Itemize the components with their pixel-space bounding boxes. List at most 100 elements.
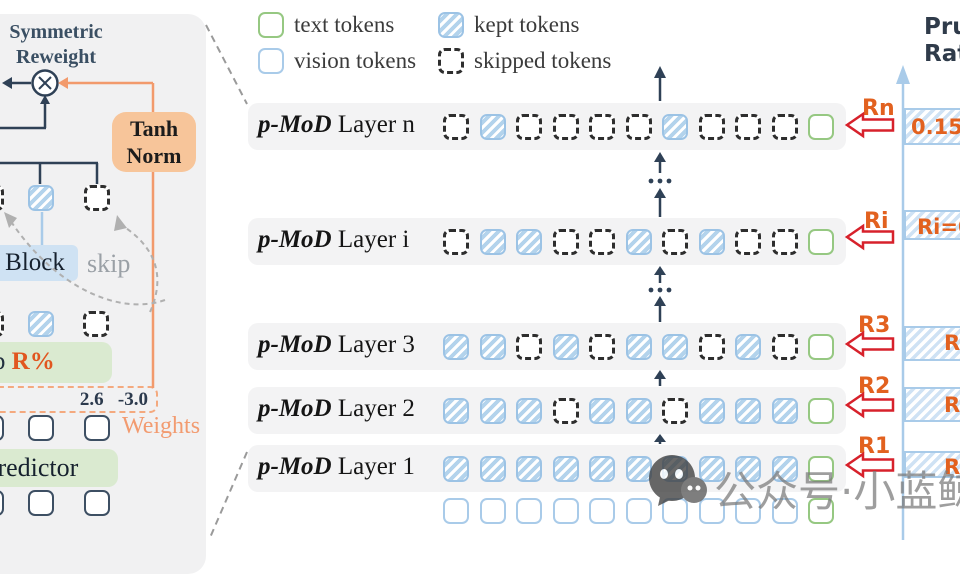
kept-token <box>698 455 725 482</box>
kept-token <box>28 185 54 211</box>
weight-token <box>28 415 54 441</box>
skipped-token <box>589 228 615 255</box>
tanh-text: Tanh <box>129 116 179 141</box>
pruning-ratio-bar <box>904 451 960 478</box>
skipped-token <box>735 228 761 255</box>
skipped-token <box>83 311 109 337</box>
legend-label: text tokens <box>294 12 395 37</box>
kept-token <box>516 397 542 424</box>
token-row <box>443 113 834 140</box>
layer-number-label: Layer 1 <box>331 453 415 480</box>
zoom-connector-lines <box>205 24 248 540</box>
pruning-ratio-value: Ri=0 <box>917 215 960 239</box>
skipped-token <box>625 113 652 140</box>
pruning-ratio-bar <box>904 108 960 145</box>
skipped-token <box>771 113 798 140</box>
skipped-token <box>662 397 688 424</box>
pruning-ratio-bar <box>904 326 960 361</box>
legend-kept-tokens: kept tokens <box>438 12 579 38</box>
legend-skipped-tokens: skipped tokens <box>438 48 611 74</box>
rate-label: R2 <box>858 374 891 399</box>
pmod-label: p-MoD <box>258 453 332 480</box>
skipped-token <box>589 333 615 360</box>
kept-token <box>552 455 579 482</box>
predictor-bar: Predictor <box>0 449 118 487</box>
skipped-token <box>698 113 725 140</box>
layer-number-label: Layer n <box>331 111 415 138</box>
kept-token <box>771 397 798 424</box>
kept-token <box>589 397 615 424</box>
token-row <box>443 333 834 360</box>
skipped-token <box>589 113 615 140</box>
pmod-label: p-MoD <box>258 331 332 358</box>
legend-label: kept tokens <box>474 12 580 37</box>
token-row <box>443 397 834 424</box>
ratio-text: Ratio <box>924 41 960 67</box>
watermark-text: 公众号·小蓝鲸 <box>714 467 960 516</box>
text-token <box>808 498 834 524</box>
kept-token <box>589 455 615 482</box>
skipped-token <box>662 228 688 255</box>
pruning-ratio-bar <box>904 210 960 240</box>
predictor-label: Predictor <box>0 453 79 482</box>
text-token <box>808 397 834 424</box>
vision-token <box>771 498 798 524</box>
layer-number-label: Layer i <box>331 226 410 253</box>
skipped-token <box>698 333 725 360</box>
norm-text: Norm <box>126 143 182 168</box>
skipped-token <box>552 113 579 140</box>
text-token <box>808 455 834 482</box>
kept-token <box>698 228 725 255</box>
kept-token <box>479 455 506 482</box>
vision-token <box>479 498 506 524</box>
vision-token <box>552 498 579 524</box>
vision-token <box>589 498 615 524</box>
pruning-ratio-header: Pruning Ratio <box>924 14 960 68</box>
rate-label: Ri <box>864 209 889 234</box>
pmod-label: p-MoD <box>258 395 332 422</box>
pruning-ratio-value: R3 <box>944 331 960 355</box>
skipped-token <box>516 113 542 140</box>
layer-number-label: Layer 3 <box>331 331 415 358</box>
kept-token <box>516 228 542 255</box>
layer-row-label: p-MoD Layer i <box>258 226 409 254</box>
skipped-token <box>771 333 798 360</box>
axis-arrowhead <box>896 65 910 84</box>
rate-label: R3 <box>858 313 891 338</box>
kept-token <box>516 455 542 482</box>
kept-token <box>735 397 761 424</box>
vision-token <box>735 498 761 524</box>
skipped-token <box>771 228 798 255</box>
pruning-text: Pruning <box>924 14 960 40</box>
drop-ratio-bar: Drop R% <box>0 342 112 383</box>
weights-label: Weights <box>122 413 201 439</box>
kept-token <box>552 333 579 360</box>
pmod-label: p-MoD <box>258 226 332 253</box>
symmetric-reweight-label: Symmetric Reweight <box>4 20 108 70</box>
weights-values-box: 2.6 -3.0 <box>0 386 158 413</box>
pruning-ratio-bar <box>904 387 960 422</box>
skip-label: skip <box>87 249 131 278</box>
layer-row-label: p-MoD Layer 1 <box>258 453 415 481</box>
legend-label: skipped tokens <box>474 48 612 73</box>
pruning-ratio-value: R2 <box>944 393 960 417</box>
layer-row-label: p-MoD Layer 3 <box>258 331 415 359</box>
kept-token <box>479 113 506 140</box>
ratio-arrows <box>844 111 895 479</box>
layer-row-label: p-MoD Layer n <box>258 111 415 139</box>
token-row <box>443 228 834 255</box>
kept-token <box>735 333 761 360</box>
skipped-token <box>84 185 110 211</box>
layer-number-label: Layer 2 <box>331 395 415 422</box>
vision-token <box>443 498 469 524</box>
input-token <box>28 490 54 516</box>
text-token <box>808 333 834 360</box>
legend-label: vision tokens <box>294 48 417 73</box>
kept-token <box>771 455 798 482</box>
symmetric-text: Symmetric <box>9 21 103 43</box>
tanh-norm-box: Tanh Norm <box>112 112 196 172</box>
skipped-token <box>443 228 469 255</box>
transformer-block-box: Block <box>0 245 78 281</box>
kept-token <box>443 397 469 424</box>
kept-token-swatch <box>438 12 464 38</box>
